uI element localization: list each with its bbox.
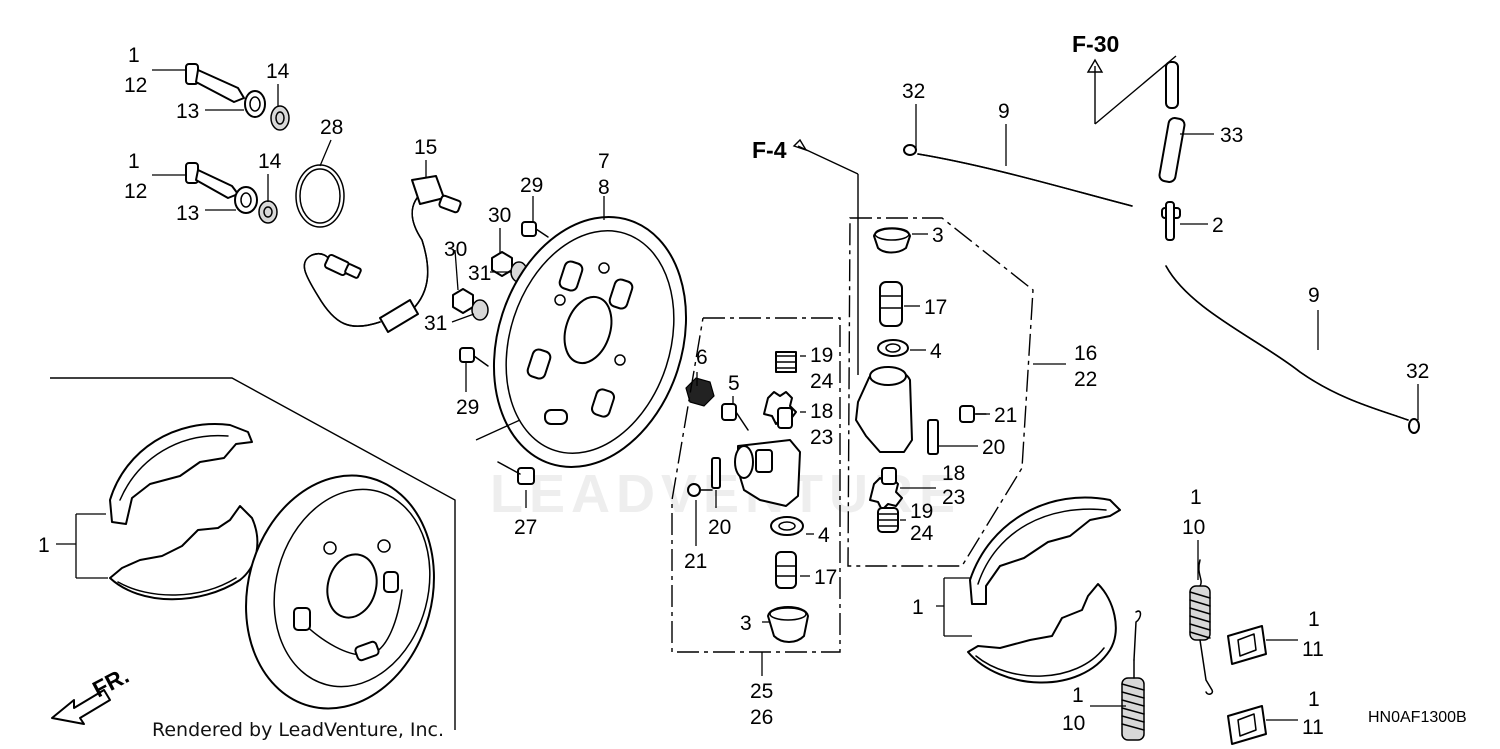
callout-13: 13 xyxy=(176,202,199,225)
callout-29: 29 xyxy=(456,396,479,419)
callout-9: 9 xyxy=(998,100,1010,123)
callout-18: 18 xyxy=(942,462,965,485)
ref-f30-label: F-30 xyxy=(1072,31,1119,57)
callout-11: 11 xyxy=(1302,638,1324,661)
callout-17: 17 xyxy=(814,566,837,589)
callout-19: 19 xyxy=(810,344,833,367)
callout-30: 30 xyxy=(488,204,511,227)
callout-17: 17 xyxy=(924,296,947,319)
callout-22: 22 xyxy=(1074,368,1097,391)
callout-23: 23 xyxy=(810,426,833,449)
callout-25: 25 xyxy=(750,680,773,703)
callout-26: 26 xyxy=(750,706,773,729)
callout-30: 30 xyxy=(444,238,467,261)
shoe-pin-set-upper xyxy=(185,63,290,131)
ref-f4-label: F-4 xyxy=(752,137,787,163)
shoe-pin-set-lower xyxy=(185,162,278,224)
callout-10: 10 xyxy=(1062,712,1085,735)
callout-32: 32 xyxy=(902,80,925,103)
callout-1: 1 xyxy=(38,534,50,557)
callout-23: 23 xyxy=(942,486,965,509)
callout-20: 20 xyxy=(708,516,731,539)
callout-1: 1 xyxy=(128,44,140,67)
callout-31: 31 xyxy=(424,312,447,335)
breather-tube-upper xyxy=(903,144,1133,207)
brake-shoe-left-lower xyxy=(109,505,259,601)
callout-6: 6 xyxy=(696,346,708,369)
callout-13: 13 xyxy=(176,100,199,123)
callout-1: 1 xyxy=(912,596,924,619)
wheel-cylinder-lower xyxy=(685,351,809,643)
o-ring xyxy=(295,164,345,228)
brake-shoe-right-upper xyxy=(969,496,1121,605)
wheel-cylinder-upper xyxy=(855,227,987,533)
callout-1: 1 xyxy=(128,150,140,173)
callout-9: 9 xyxy=(1308,284,1320,307)
callout-4: 4 xyxy=(930,340,942,363)
callout-31: 31 xyxy=(468,262,491,285)
callout-1: 1 xyxy=(1072,684,1084,707)
front-direction-arrow: FR. xyxy=(51,662,133,725)
spring-clip-upper xyxy=(1227,625,1267,665)
callout-2: 2 xyxy=(1212,214,1224,237)
callout-29: 29 xyxy=(520,174,543,197)
callout-14: 14 xyxy=(258,150,282,173)
callout-4: 4 xyxy=(818,524,830,547)
t-joint xyxy=(1161,201,1181,241)
callout-15: 15 xyxy=(414,136,437,159)
callout-1: 1 xyxy=(1308,688,1320,711)
callout-18: 18 xyxy=(810,400,833,423)
credit-text: Rendered by LeadVenture, Inc. xyxy=(152,719,444,741)
breather-tube-lower xyxy=(1165,265,1420,434)
brake-shoe-right-lower xyxy=(967,583,1117,684)
brake-drum-assembly xyxy=(245,474,435,710)
return-spring-lower xyxy=(1121,610,1145,741)
callout-10: 10 xyxy=(1182,516,1205,539)
callout-32: 32 xyxy=(1406,360,1429,383)
callout-24: 24 xyxy=(810,370,834,393)
breather-tube-short xyxy=(1158,61,1186,183)
leader-lines xyxy=(56,69,1419,721)
callout-20: 20 xyxy=(982,436,1005,459)
callout-19: 19 xyxy=(910,500,933,523)
callout-3: 3 xyxy=(932,224,944,247)
callout-14: 14 xyxy=(266,60,290,83)
callout-12: 12 xyxy=(124,74,147,97)
callout-3: 3 xyxy=(740,612,752,635)
brake-panel xyxy=(492,215,688,469)
callout-5: 5 xyxy=(728,372,740,395)
callout-21: 21 xyxy=(684,550,707,573)
callout-28: 28 xyxy=(320,116,343,139)
callout-1: 1 xyxy=(1190,486,1202,509)
brake-shoe-left-upper xyxy=(109,423,253,525)
callout-1: 1 xyxy=(1308,608,1320,631)
diagram-code: HN0AF1300B xyxy=(1368,709,1467,726)
callout-11: 11 xyxy=(1302,716,1324,739)
return-spring-upper xyxy=(1189,559,1214,695)
callout-7: 7 xyxy=(598,150,610,173)
callout-16: 16 xyxy=(1074,342,1097,365)
callout-12: 12 xyxy=(124,180,147,203)
spring-clip-lower xyxy=(1227,705,1267,745)
callout-8: 8 xyxy=(598,176,610,199)
exploded-view-frames xyxy=(50,55,1177,730)
callout-33: 33 xyxy=(1220,124,1243,147)
brake-hose xyxy=(303,175,462,333)
callout-24: 24 xyxy=(910,522,934,545)
callout-21: 21 xyxy=(994,404,1017,427)
callout-27: 27 xyxy=(514,516,537,539)
callout-labels: 1 12 13 14 1 12 13 14 28 15 29 30 30 31 … xyxy=(38,44,1429,739)
